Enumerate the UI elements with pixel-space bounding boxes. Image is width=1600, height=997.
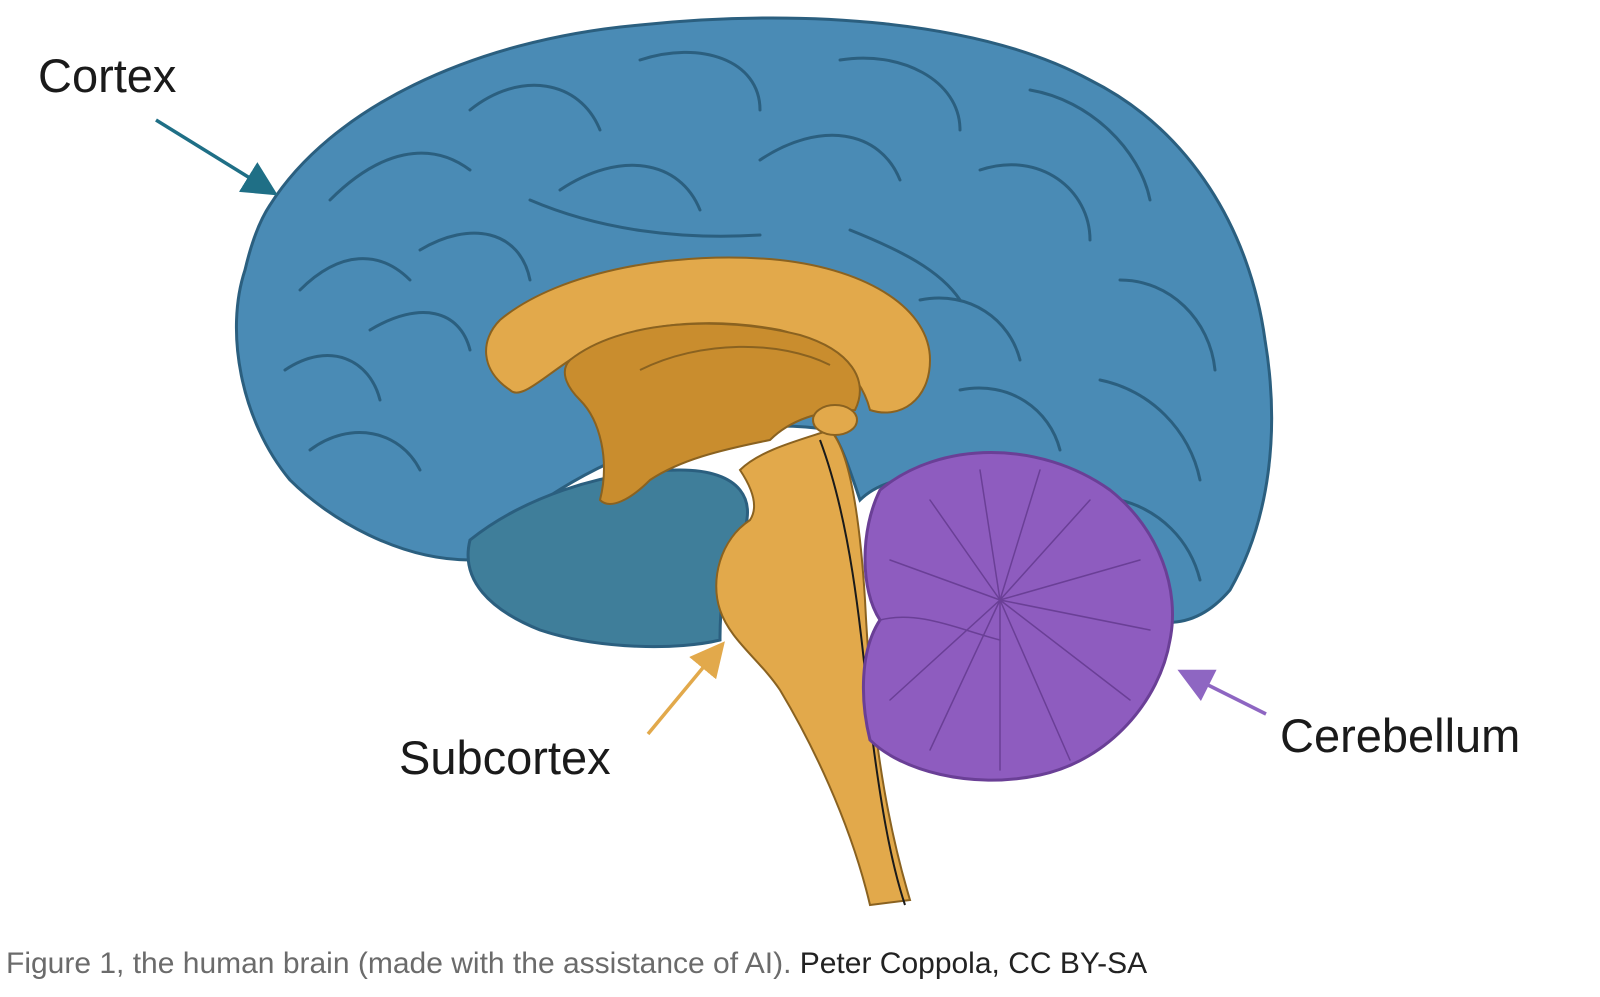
brainstem [715,428,912,907]
cortex-folds [283,50,1217,582]
caption-credit: Peter Coppola, CC BY-SA [791,947,1148,980]
brain-illustration [155,16,1274,907]
pineal [812,404,858,436]
cortex-arrow [155,118,278,196]
subcortex-label: Subcortex [399,731,611,784]
cerebellum-region [861,451,1174,782]
caption-text: Figure 1, the human brain (made with the… [6,947,792,980]
cerebellum-label: Cerebellum [1280,709,1521,762]
thalamus [563,322,861,505]
brain-diagram: Cortex Subcortex Cerebellum [38,16,1521,907]
corpus-callosum [485,256,932,414]
cerebellum-folia [879,469,1151,771]
figure-caption: Figure 1, the human brain (made with the… [6,946,1147,982]
cortex-label: Cortex [38,49,177,102]
subcortex-arrow [646,641,725,736]
cerebellum-arrow [1177,669,1267,716]
thalamus-line [639,345,831,371]
